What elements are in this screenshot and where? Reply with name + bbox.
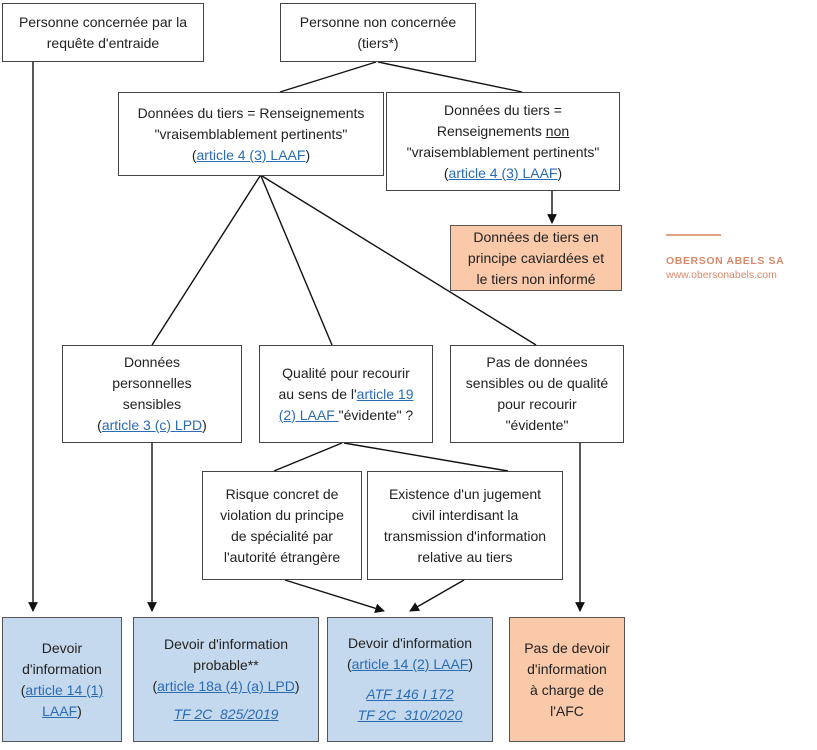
text-line: principe caviardées et xyxy=(467,249,605,266)
text-line: Existence d'un jugement xyxy=(388,485,542,502)
link-article-4-3-laaf[interactable]: article 4 (3) LAAF xyxy=(448,164,558,181)
text-line: relative au tiers xyxy=(417,548,513,565)
link-atf-146-i-172[interactable]: ATF 146 I 172 xyxy=(366,686,454,702)
text-line: Devoir d'information xyxy=(347,635,473,651)
link-article-18a-4-a-lpd[interactable]: article 18a (4) (a) LPD xyxy=(157,678,295,694)
connector-pertinents-to-sensibles xyxy=(151,175,261,346)
text-line: "évidente" xyxy=(505,417,569,433)
box-donnees-non-pertinents: Données du tiers = Renseignements non "v… xyxy=(386,92,620,191)
connector-pertinents-to-qualite xyxy=(260,175,333,346)
text-fragment: Renseignements xyxy=(436,122,546,139)
text-line: Qualité pour recourir xyxy=(282,364,410,381)
text-line: violation du principe xyxy=(220,506,344,523)
ref-line: TF 2C_825/2019 xyxy=(152,704,299,725)
ref-line: TF 2C_310/2020 xyxy=(347,705,473,726)
connector-tiers-to-pertinents xyxy=(279,61,377,93)
link-article-4-3-laaf[interactable]: article 4 (3) LAAF xyxy=(196,146,306,163)
box-donnees-sensibles: Données personnelles sensibles (article … xyxy=(62,345,242,443)
arrow-risque-to-devoir-2 xyxy=(284,579,385,614)
box-risque-concret: Risque concret de violation du principe … xyxy=(202,471,362,580)
text-line: (2) LAAF "évidente" ? xyxy=(279,405,414,426)
box-devoir-information-probable: Devoir d'information probable** (article… xyxy=(133,617,319,742)
text-line: pour recourir xyxy=(497,396,577,412)
link-line: (article 18a (4) (a) LPD) xyxy=(152,678,300,694)
box-jugement-civil: Existence d'un jugement civil interdisan… xyxy=(367,471,563,580)
text-line: d'information xyxy=(527,660,607,677)
text-line: Renseignements non xyxy=(407,121,600,142)
link-tf-2c-825-2019[interactable]: TF 2C_825/2019 xyxy=(173,706,279,722)
text-line: (tiers*) xyxy=(357,34,399,51)
text-line: personnelles xyxy=(112,375,192,391)
text-line: probable** xyxy=(193,657,259,673)
text-line: l'AFC xyxy=(550,702,584,719)
box-donnees-caviardees: Données de tiers en principe caviardées … xyxy=(450,225,622,291)
link-line: (article 14 (2) LAAF) xyxy=(346,656,474,672)
connector-pertinents-to-pas-de-donnees xyxy=(261,175,537,346)
text-line: le tiers non informé xyxy=(476,270,596,287)
brand-site: www.obersonabels.com xyxy=(666,269,777,281)
connector-qualite-to-jugement xyxy=(343,442,509,472)
link-article-19-2-laaf[interactable]: article 19 xyxy=(356,385,414,402)
text-line: civil interdisant la xyxy=(411,506,519,523)
text-line: transmission d'information xyxy=(383,527,547,544)
box-personne-non-concernee: Personne non concernée (tiers*) xyxy=(280,3,476,62)
emphasis-non: non xyxy=(545,122,570,139)
link-article-14-1-laaf[interactable]: article 14 (1) xyxy=(25,681,104,698)
brand-rule xyxy=(666,234,721,236)
box-donnees-pertinents: Données du tiers = Renseignements "vrais… xyxy=(118,92,384,176)
box-pas-de-devoir: Pas de devoir d'information à charge de … xyxy=(509,617,625,742)
box-devoir-information-2: Devoir d'information (article 14 (2) LAA… xyxy=(327,617,493,742)
box-devoir-information-1: Devoir d'information (article 14 (1) LAA… xyxy=(2,617,122,742)
text-line: sensibles xyxy=(122,396,182,412)
text-line: Données de tiers en xyxy=(473,228,599,245)
link-line: (article 4 (3) LAAF) xyxy=(191,146,311,163)
text-line: Devoir xyxy=(41,639,83,656)
text-line: Données xyxy=(123,354,181,370)
arrow-jugement-to-devoir-2 xyxy=(409,579,465,612)
text-line: "vraisemblablement pertinents" xyxy=(154,125,348,142)
text-line: à charge de xyxy=(530,681,604,698)
brand-name: OBERSON ABELS SA xyxy=(666,255,785,267)
link-line: (article 14 (1) xyxy=(20,681,104,698)
link-article-3-c-lpd[interactable]: article 3 (c) LPD xyxy=(101,417,203,433)
text-fragment: "évidente" ? xyxy=(338,406,414,423)
brand-logo: OBERSON ABELS SA www.obersonabels.com xyxy=(666,234,806,282)
link-line: LAAF) xyxy=(42,702,82,719)
text-line: au sens de l'article 19 xyxy=(279,384,414,405)
link-article-14-1-laaf-cont[interactable]: LAAF xyxy=(42,702,78,719)
text-line: Pas de devoir xyxy=(524,639,610,656)
text-line: Personne non concernée xyxy=(299,13,457,30)
text-line: d'information xyxy=(22,660,102,677)
text-line: Personne concernée par la xyxy=(18,13,188,30)
text-line: Données du tiers = xyxy=(444,101,562,118)
text-line: sensibles ou de qualité xyxy=(465,375,609,391)
text-line: requête d'entraide xyxy=(46,34,160,51)
text-line: Devoir d'information xyxy=(163,636,289,652)
box-qualite-recourir: Qualité pour recourir au sens de l'artic… xyxy=(259,345,433,443)
text-fragment: au sens de l' xyxy=(278,385,357,402)
link-line: (article 4 (3) LAAF) xyxy=(443,164,563,181)
box-personne-concernee: Personne concernée par la requête d'entr… xyxy=(2,3,204,62)
text-line: Pas de données xyxy=(486,354,588,370)
text-line: Risque concret de xyxy=(225,485,339,502)
connector-qualite-to-risque xyxy=(273,442,343,472)
link-line: (article 3 (c) LPD) xyxy=(97,417,207,433)
text-line: Données du tiers = Renseignements xyxy=(137,104,365,121)
text-line: "vraisemblablement pertinents" xyxy=(406,143,600,160)
ref-line: ATF 146 I 172 xyxy=(347,684,473,705)
link-article-14-2-laaf[interactable]: article 14 (2) LAAF xyxy=(351,656,469,672)
link-article-19-2-laaf-cont[interactable]: (2) LAAF xyxy=(278,406,339,423)
text-line: de spécialité par xyxy=(231,527,333,544)
box-pas-de-donnees: Pas de données sensibles ou de qualité p… xyxy=(450,345,624,443)
link-tf-2c-310-2020[interactable]: TF 2C_310/2020 xyxy=(357,707,463,723)
text-line: l'autorité étrangère xyxy=(223,548,341,565)
connector-tiers-to-non-pertinents xyxy=(377,61,523,93)
